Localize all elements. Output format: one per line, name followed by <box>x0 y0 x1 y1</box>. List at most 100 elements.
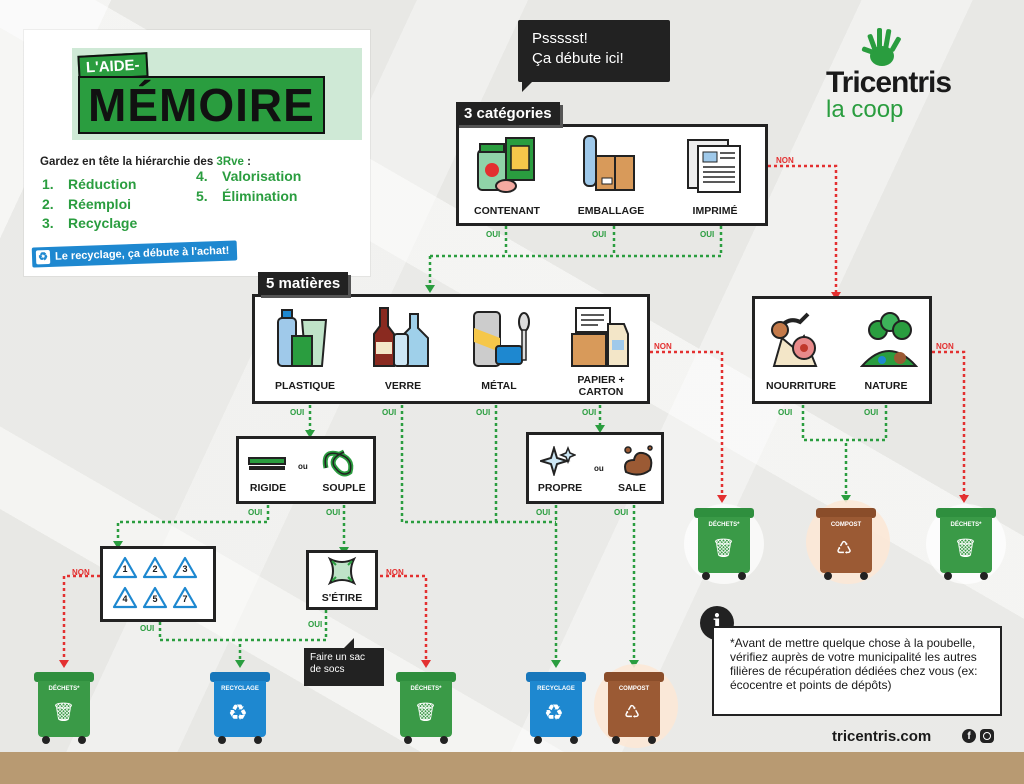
resin-code-5: 5 <box>142 586 168 610</box>
waste-bin-top-right: DÉCHETS* 🗑 <box>936 508 996 580</box>
yes-metal: OUI <box>476 408 491 417</box>
brand-name: Tricentris <box>826 66 952 99</box>
yes-nature: OUI <box>864 408 879 417</box>
organic-nature: NATURE <box>864 380 908 392</box>
resin-code-3: 3 <box>172 556 198 580</box>
no-stretch: NON <box>386 568 404 577</box>
line-non-stretch <box>380 574 428 665</box>
jar-icon <box>476 134 538 201</box>
yes-plastique: OUI <box>290 408 305 417</box>
plastic-type-or: ou <box>298 462 308 471</box>
material-metal: MÉTAL <box>481 380 517 392</box>
trash-icon: 🗑 <box>712 538 735 558</box>
dirty-stain-icon <box>620 444 656 483</box>
food-waste-icon <box>768 308 826 375</box>
stretch-plastic-icon <box>326 555 358 592</box>
line-non-codes <box>62 574 100 665</box>
compost-bin-bottom: COMPOST ♺ <box>604 672 664 744</box>
resin-code-2: 2 <box>142 556 168 580</box>
line-non-organics <box>932 350 966 500</box>
recycle-icon: ♻ <box>544 700 564 725</box>
yes-rigide: OUI <box>248 508 263 517</box>
category-contenant: CONTENANT <box>474 205 540 217</box>
line-stretch-to-recycle <box>240 610 328 642</box>
clean-propre: PROPRE <box>537 482 583 494</box>
yes-emballage: OUI <box>592 230 607 239</box>
trash-icon: 🗑 <box>52 702 75 722</box>
memo-slogan-banner: ♻Le recyclage, ça débute à l'achat! <box>31 240 238 268</box>
yes-codes: OUI <box>140 624 155 633</box>
stretch-label: S'ÉTIRE <box>321 592 363 604</box>
line-codes-to-recycle <box>158 622 242 665</box>
compost-icon: ♺ <box>836 538 853 558</box>
start-speech-bubble: Pssssst! Ça débute ici! <box>518 20 670 92</box>
sparkle-clean-icon <box>537 444 578 481</box>
info-text: *Avant de mettre quelque chose à la poub… <box>730 636 978 692</box>
memo-title-big: MÉMOIRE <box>78 76 325 134</box>
recycling-bin-left: RECYCLAGE ♻ <box>210 672 270 744</box>
categories-heading: 3 catégories <box>456 102 560 125</box>
cleanliness-or: ou <box>594 464 604 473</box>
resin-code-7: 7 <box>172 586 198 610</box>
memo-card: L'AIDE- MÉMOIRE Gardez en tête la hiérar… <box>24 30 370 276</box>
brand-tagline: la coop <box>826 96 904 123</box>
plastic-bottle-icon <box>272 306 334 375</box>
material-verre: VERRE <box>384 380 422 392</box>
yes-sale: OUI <box>614 508 629 517</box>
line-non-categories <box>768 164 838 296</box>
rve-item-1: 1.Réduction <box>42 176 137 192</box>
stretch-tip-bubble: Faire un sac de socs <box>304 638 384 686</box>
metal-can-icon <box>470 308 532 375</box>
yes-nourriture: OUI <box>778 408 793 417</box>
instagram-icon[interactable] <box>980 729 994 743</box>
info-box: *Avant de mettre quelque chose à la poub… <box>712 626 1002 716</box>
line-rigide <box>116 505 270 546</box>
waste-bin-bottom-left: DÉCHETS* 🗑 <box>34 672 94 744</box>
line-non-materials <box>650 350 724 500</box>
materials-heading: 5 matières <box>258 272 349 295</box>
glass-bottles-icon <box>372 304 434 375</box>
line-nourriture <box>801 405 846 442</box>
flexible-plastic-icon <box>320 444 360 483</box>
category-emballage: EMBALLAGE <box>577 205 645 217</box>
line-verre <box>400 405 556 524</box>
waste-bin-bottom-middle: DÉCHETS* 🗑 <box>396 672 456 744</box>
facebook-icon[interactable]: f <box>962 729 976 743</box>
newspaper-icon <box>684 134 746 201</box>
memo-subtitle: Gardez en tête la hiérarchie des 3Rve : <box>40 156 251 168</box>
hand-logo-icon <box>860 26 910 70</box>
rve-item-3: 3.Recyclage <box>42 215 138 231</box>
paper-carton-icon <box>570 304 632 375</box>
yes-propre: OUI <box>536 508 551 517</box>
material-carton: CARTON <box>578 386 624 398</box>
website-link[interactable]: tricentris.com <box>832 728 932 745</box>
no-materials: NON <box>654 342 672 351</box>
yes-papier: OUI <box>582 408 597 417</box>
yes-contenant: OUI <box>486 230 501 239</box>
trash-icon: 🗑 <box>954 538 977 558</box>
nature-plants-icon <box>859 308 919 375</box>
resin-codes-box <box>100 546 216 622</box>
compost-icon: ♺ <box>624 702 641 722</box>
category-imprime: IMPRIMÉ <box>692 205 738 217</box>
recycle-icon: ♻ <box>228 700 248 725</box>
dirty-sale: SALE <box>617 482 646 494</box>
line-nature <box>844 405 888 500</box>
yes-souple: OUI <box>326 508 341 517</box>
plastic-souple: SOUPLE <box>322 482 366 494</box>
yes-imprime: OUI <box>700 230 715 239</box>
yes-stretch: OUI <box>308 620 323 629</box>
resin-code-4: 4 <box>112 586 138 610</box>
rve-item-2: 2.Réemploi <box>42 196 132 212</box>
recycling-bin-right: RECYCLAGE ♻ <box>526 672 586 744</box>
rigid-plastic-icon <box>248 452 288 479</box>
rve-item-4: 4.Valorisation <box>196 168 302 184</box>
no-organics: NON <box>936 342 954 351</box>
organic-nourriture: NOURRITURE <box>766 380 836 392</box>
no-categories: NON <box>776 156 794 165</box>
rve-item-5: 5.Élimination <box>196 188 298 204</box>
yes-verre: OUI <box>382 408 397 417</box>
recycle-icon: ♻ <box>35 249 51 265</box>
trash-icon: 🗑 <box>414 702 437 722</box>
